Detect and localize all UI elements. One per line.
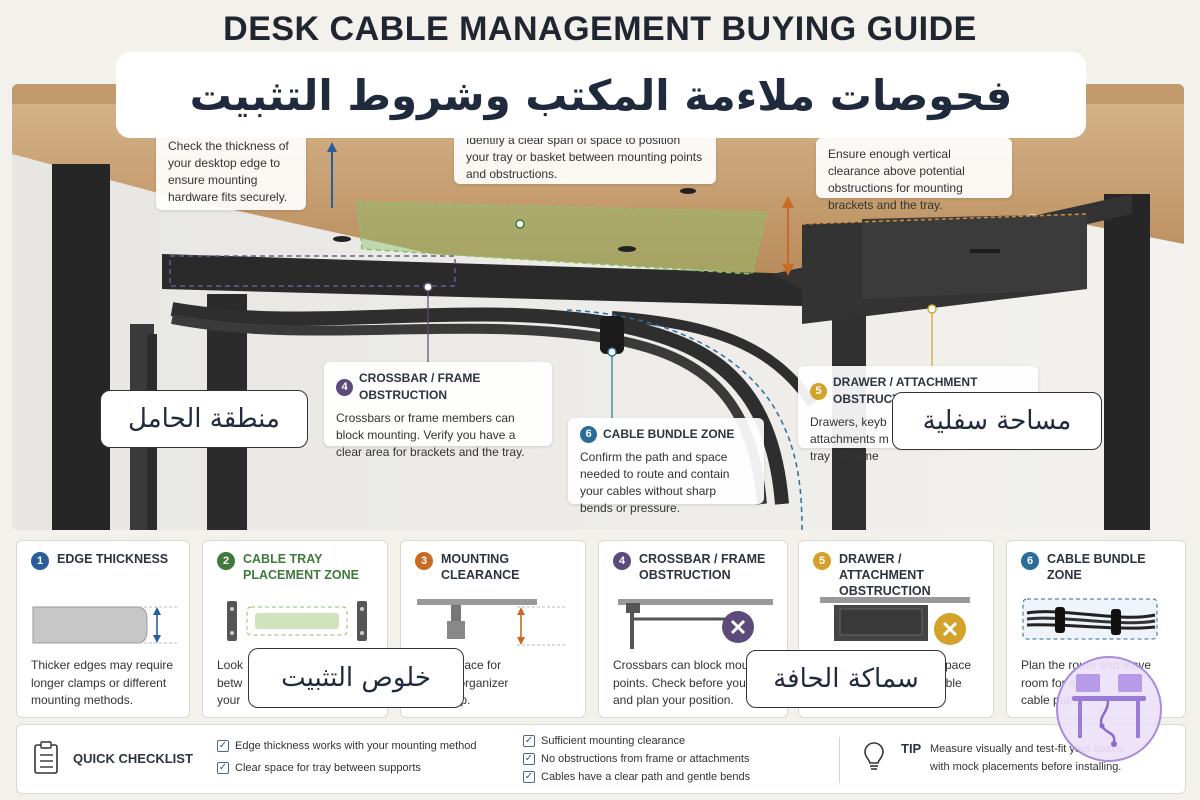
checklist-item[interactable]: ✓ Clear space for tray between supports (217, 762, 421, 774)
step-number-badge: 4 (336, 378, 353, 396)
callout-bundle-title: CABLE BUNDLE ZONE (603, 427, 735, 441)
checklist-item-label: Clear space for tray between supports (235, 762, 421, 774)
arabic-label-mount-clearance: خلوص التثبيت (248, 648, 464, 708)
desk-leg-right (1104, 194, 1150, 530)
callout-bundle: 6 CABLE BUNDLE ZONE Confirm the path and … (568, 418, 764, 515)
callout-drawer-line: attachments m (810, 432, 889, 446)
clearance-icon (417, 599, 567, 646)
desk-leg-left (52, 164, 110, 530)
tray-zone-icon (227, 601, 367, 641)
card-title: OBSTRUCTION (839, 584, 931, 598)
card-body-line: mounting methods. (31, 693, 134, 707)
card-title: PLACEMENT ZONE (243, 568, 359, 582)
arabic-label-edge-thickness: سماكة الحافة (746, 650, 946, 708)
callout-crossbar: 4 CROSSBAR / FRAME OBSTRUCTION Crossbars … (324, 362, 552, 459)
step-number-badge: 4 (613, 552, 631, 570)
checklist-item-label: No obstructions from frame or attachment… (541, 753, 750, 765)
card-title: CABLE TRAY (243, 552, 323, 566)
callout-tray-text: Identify a clear span of space to positi… (466, 133, 703, 181)
step-number-badge: 6 (1021, 552, 1039, 570)
checklist-item-label: Sufficient mounting clearance (541, 735, 686, 747)
card-title: CABLE BUNDLE (1047, 552, 1146, 566)
check-icon[interactable]: ✓ (217, 762, 229, 774)
divider (839, 737, 840, 783)
step-number-badge: 6 (580, 426, 597, 443)
card-title: OBSTRUCTION (639, 568, 731, 582)
callout-clearance: Ensure enough vertical clearance above p… (816, 138, 1012, 212)
card-body-line: and plan your position. (613, 693, 734, 707)
card-title: EDGE THICKNESS (57, 552, 169, 566)
desk-illustration: Check the thickness of your desktop edge… (12, 84, 1184, 530)
callout-edge-text: Check the thickness of your desktop edge… (168, 139, 289, 204)
checklist-item[interactable]: ✓ Cables have a clear path and gentle ben… (523, 771, 750, 783)
card-body-line: space (939, 658, 972, 672)
edge-thickness-icon (32, 606, 179, 644)
check-icon[interactable]: ✓ (523, 753, 535, 765)
checklist-title: QUICK CHECKLIST (73, 751, 193, 766)
arabic-label-holder-zone: منطقة الحامل (100, 390, 308, 448)
tip-line: with mock placements before installing. (930, 761, 1122, 773)
callout-bundle-body: Confirm the path and space needed to rou… (580, 450, 730, 515)
tip-title: TIP (901, 741, 922, 756)
callout-drawer-line: Drawers, keyb (810, 415, 887, 429)
step-number-badge: 1 (31, 552, 49, 570)
card-body-line: your (217, 693, 241, 707)
quick-checklist: QUICK CHECKLIST ✓ Edge thickness works wi… (16, 724, 1186, 794)
desk-network-icon (1072, 674, 1146, 747)
check-icon[interactable]: ✓ (217, 740, 229, 752)
crossbar (162, 254, 802, 306)
callout-crossbar-title: CROSSBAR / FRAME OBSTRUCTION (359, 371, 481, 402)
step-number-badge: 5 (813, 552, 831, 570)
checklist-item[interactable]: ✓ Edge thickness works with your mounting… (217, 740, 477, 752)
clipboard-icon (34, 741, 58, 774)
card-body-line: betw (217, 675, 243, 690)
card-title: MOUNTING (441, 552, 510, 566)
callout-drawer-line: tray placeme (810, 449, 879, 463)
crossbar-icon (618, 599, 773, 649)
drawer-icon (820, 597, 970, 645)
card-edge-thickness: 1 EDGE THICKNESS Thicker edges may requir… (16, 540, 190, 718)
card-title: CROSSBAR / FRAME (639, 552, 766, 566)
card-title: ZONE (1047, 568, 1082, 582)
checklist-item-label: Edge thickness works with your mounting … (235, 740, 477, 752)
tray-zone (356, 201, 769, 275)
lightbulb-icon (864, 742, 884, 770)
cable-bundle-zone (566, 309, 803, 530)
callout-clearance-text: Ensure enough vertical clearance above p… (828, 147, 965, 212)
arabic-label-under-space: مساحة سفلية (892, 392, 1102, 450)
cable-bundle-icon (1022, 598, 1158, 640)
card-body-line: points. Check before you (613, 675, 746, 690)
brand-logo (1056, 656, 1162, 762)
checklist-item[interactable]: ✓ No obstructions from frame or attachmen… (523, 753, 749, 765)
page-title: DESK CABLE MANAGEMENT BUYING GUIDE (223, 10, 977, 48)
callout-edge: Check the thickness of your desktop edge… (156, 128, 306, 210)
card-body-line: Look (217, 658, 244, 672)
step-number-badge: 2 (217, 552, 235, 570)
callout-crossbar-body: Crossbars or frame members can block mou… (336, 411, 525, 459)
card-body-line: Thicker edges may require (31, 658, 174, 672)
checklist-item[interactable]: ✓ Sufficient mounting clearance (523, 735, 685, 747)
card-title: DRAWER / ATTACHMENT (839, 552, 924, 582)
feature-cards: 1 EDGE THICKNESS Thicker edges may requir… (16, 540, 1186, 718)
check-icon[interactable]: ✓ (523, 735, 535, 747)
card-body-line: Crossbars can block mou (613, 658, 749, 672)
card-title: CLEARANCE (441, 568, 520, 582)
arabic-banner: فحوصات ملاءمة المكتب وشروط التثبيت (116, 52, 1086, 138)
step-number-badge: 3 (415, 552, 433, 570)
card-body-line: longer clamps or different (31, 675, 167, 690)
checklist-item-label: Cables have a clear path and gentle bend… (541, 771, 751, 783)
step-number-badge: 5 (810, 382, 827, 400)
check-icon[interactable]: ✓ (523, 771, 535, 783)
